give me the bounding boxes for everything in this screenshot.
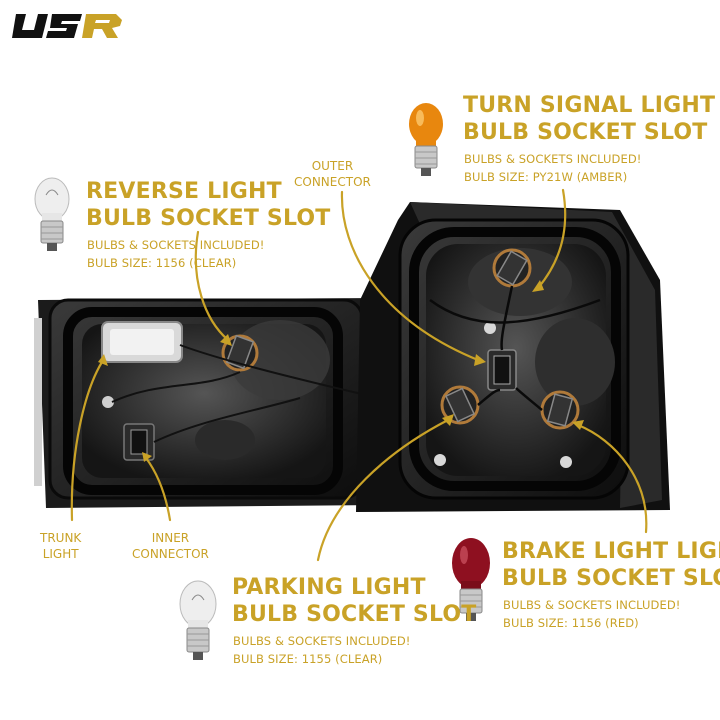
parking-note: BULBS & SOCKETS INCLUDED! bbox=[233, 634, 411, 648]
turn-signal-details: BULBS & SOCKETS INCLUDED! BULB SIZE: PY2… bbox=[464, 150, 642, 186]
brake-details: BULBS & SOCKETS INCLUDED! BULB SIZE: 115… bbox=[503, 596, 681, 632]
reverse-title-line1: REVERSE LIGHT bbox=[86, 179, 282, 204]
turn-signal-title-line1: TURN SIGNAL LIGHT bbox=[463, 93, 716, 118]
reverse-bulb-icon bbox=[34, 177, 70, 251]
outer-connector-label: OUTER CONNECTOR bbox=[294, 159, 371, 189]
reverse-bulb-size: BULB SIZE: 1156 (CLEAR) bbox=[87, 256, 237, 270]
turn-signal-note: BULBS & SOCKETS INCLUDED! bbox=[464, 152, 642, 166]
turn-signal-bulb-size: BULB SIZE: PY21W (AMBER) bbox=[464, 170, 628, 184]
brake-title: BRAKE LIGHT LIGHT BULB SOCKET SLOT bbox=[502, 538, 720, 592]
outer-tail-light-housing bbox=[356, 202, 670, 512]
turn-signal-title: TURN SIGNAL LIGHT BULB SOCKET SLOT bbox=[463, 92, 715, 146]
reverse-details: BULBS & SOCKETS INCLUDED! BULB SIZE: 115… bbox=[87, 236, 265, 272]
trunk-light-label: TRUNK LIGHT bbox=[40, 531, 82, 561]
reverse-title: REVERSE LIGHT BULB SOCKET SLOT bbox=[86, 178, 331, 232]
turn-signal-title-line2: BULB SOCKET SLOT bbox=[463, 120, 708, 145]
brand-logo bbox=[12, 14, 122, 38]
brake-bulb-icon bbox=[452, 538, 490, 621]
callout-leader-lines bbox=[70, 188, 648, 562]
parking-title-line2: BULB SOCKET SLOT bbox=[232, 602, 477, 627]
inner-connector-label: INNER CONNECTOR bbox=[132, 531, 209, 561]
brake-title-line1: BRAKE LIGHT LIGHT bbox=[502, 539, 720, 564]
parking-title: PARKING LIGHT BULB SOCKET SLOT bbox=[232, 574, 477, 628]
inner-tail-light-housing bbox=[34, 298, 398, 508]
parking-details: BULBS & SOCKETS INCLUDED! BULB SIZE: 115… bbox=[233, 632, 411, 668]
parking-bulb-icon bbox=[179, 580, 217, 660]
parking-bulb-size: BULB SIZE: 1155 (CLEAR) bbox=[233, 652, 383, 666]
brake-note: BULBS & SOCKETS INCLUDED! bbox=[503, 598, 681, 612]
brake-bulb-size: BULB SIZE: 1156 (RED) bbox=[503, 616, 639, 630]
brake-title-line2: BULB SOCKET SLOT bbox=[502, 566, 720, 591]
parking-title-line1: PARKING LIGHT bbox=[232, 575, 426, 600]
reverse-title-line2: BULB SOCKET SLOT bbox=[86, 206, 331, 231]
reverse-note: BULBS & SOCKETS INCLUDED! bbox=[87, 238, 265, 252]
turn-signal-bulb-icon bbox=[409, 103, 443, 176]
